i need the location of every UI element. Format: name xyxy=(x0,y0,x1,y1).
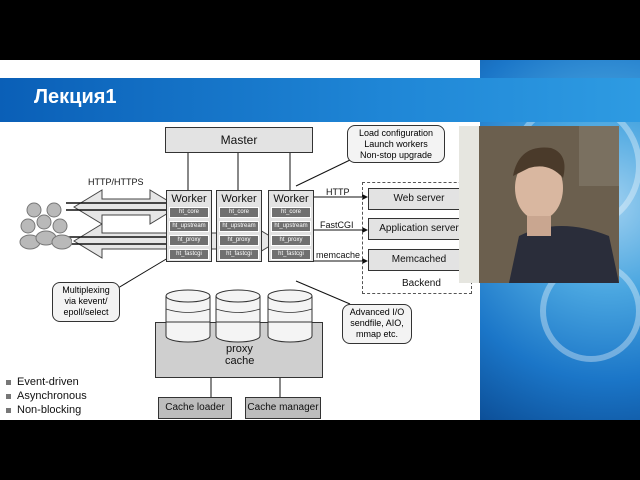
bullet-text: Non-blocking xyxy=(17,404,82,416)
cache-loader-box: Cache loader xyxy=(158,397,232,419)
io-note-bubble: Advanced I/O sendfile, AIO, mmap etc. xyxy=(342,304,412,344)
worker-label: Worker xyxy=(221,193,257,205)
users-icon xyxy=(19,202,72,250)
multiplexing-note-line: Multiplexing xyxy=(62,285,110,295)
slide-title: Лекция1 xyxy=(34,86,117,108)
module-ht-fastcgi: ht_fastcgi xyxy=(169,249,209,260)
cache-disks-front xyxy=(165,321,313,343)
bullet-text: Event-driven xyxy=(17,376,79,388)
master-note-line: Load configuration xyxy=(358,128,434,138)
client-protocol-label: HTTP/HTTPS xyxy=(88,177,144,187)
master-note-line: Launch workers xyxy=(364,139,428,149)
backend-label: Backend xyxy=(402,278,441,289)
master-note-line: Non-stop upgrade xyxy=(359,150,433,160)
multiplexing-note-bubble: Multiplexing via kevent/ epoll/select xyxy=(52,282,120,322)
module-ht-fastcgi: ht_fastcgi xyxy=(271,249,311,260)
protocol-fastcgi-label: FastCGI xyxy=(320,220,354,230)
backend-web-server: Web server xyxy=(368,188,470,210)
module-ht-proxy: ht_proxy xyxy=(169,235,209,246)
module-ht-upstream: ht_upstream xyxy=(219,221,259,232)
bullet-item: Event-driven xyxy=(6,376,79,388)
module-ht-proxy: ht_proxy xyxy=(271,235,311,246)
module-ht-fastcgi: ht_fastcgi xyxy=(219,249,259,260)
io-note-line: mmap etc. xyxy=(355,329,398,339)
module-ht-core: ht_core xyxy=(169,207,209,218)
master-note-bubble: Load configuration Launch workers Non-st… xyxy=(347,125,445,163)
worker-label: Worker xyxy=(171,193,207,205)
module-ht-upstream: ht_upstream xyxy=(271,221,311,232)
protocol-memcache-label: memcache xyxy=(316,250,361,260)
bullet-item: Non-blocking xyxy=(6,404,81,416)
worker-box: Worker ht_core ht_upstream ht_proxy ht_f… xyxy=(166,190,212,262)
proxy-cache-label-cache: cache xyxy=(225,355,255,367)
title-bar xyxy=(0,78,640,122)
presenter-video xyxy=(459,126,619,283)
worker-box: Worker ht_core ht_upstream ht_proxy ht_f… xyxy=(268,190,314,262)
io-note-line: sendfile, AIO, xyxy=(350,318,404,328)
io-note-line: Advanced I/O xyxy=(349,307,405,317)
worker-label: Worker xyxy=(273,193,309,205)
presenter-image xyxy=(459,126,619,283)
module-ht-core: ht_core xyxy=(219,207,259,218)
multiplexing-note-line: epoll/select xyxy=(63,307,109,317)
backend-application-server: Application server xyxy=(368,218,470,240)
module-ht-upstream: ht_upstream xyxy=(169,221,209,232)
bullet-text: Asynchronous xyxy=(17,390,87,402)
bullet-item: Asynchronous xyxy=(6,390,87,402)
proxy-cache-label-proxy: proxy xyxy=(226,343,253,355)
worker-box: Worker ht_core ht_upstream ht_proxy ht_f… xyxy=(216,190,262,262)
cache-manager-box: Cache manager xyxy=(245,397,321,419)
multiplexing-note-line: via kevent/ xyxy=(64,296,108,306)
master-box: Master xyxy=(165,127,313,153)
module-ht-proxy: ht_proxy xyxy=(219,235,259,246)
module-ht-core: ht_core xyxy=(271,207,311,218)
protocol-http-label: HTTP xyxy=(326,187,350,197)
